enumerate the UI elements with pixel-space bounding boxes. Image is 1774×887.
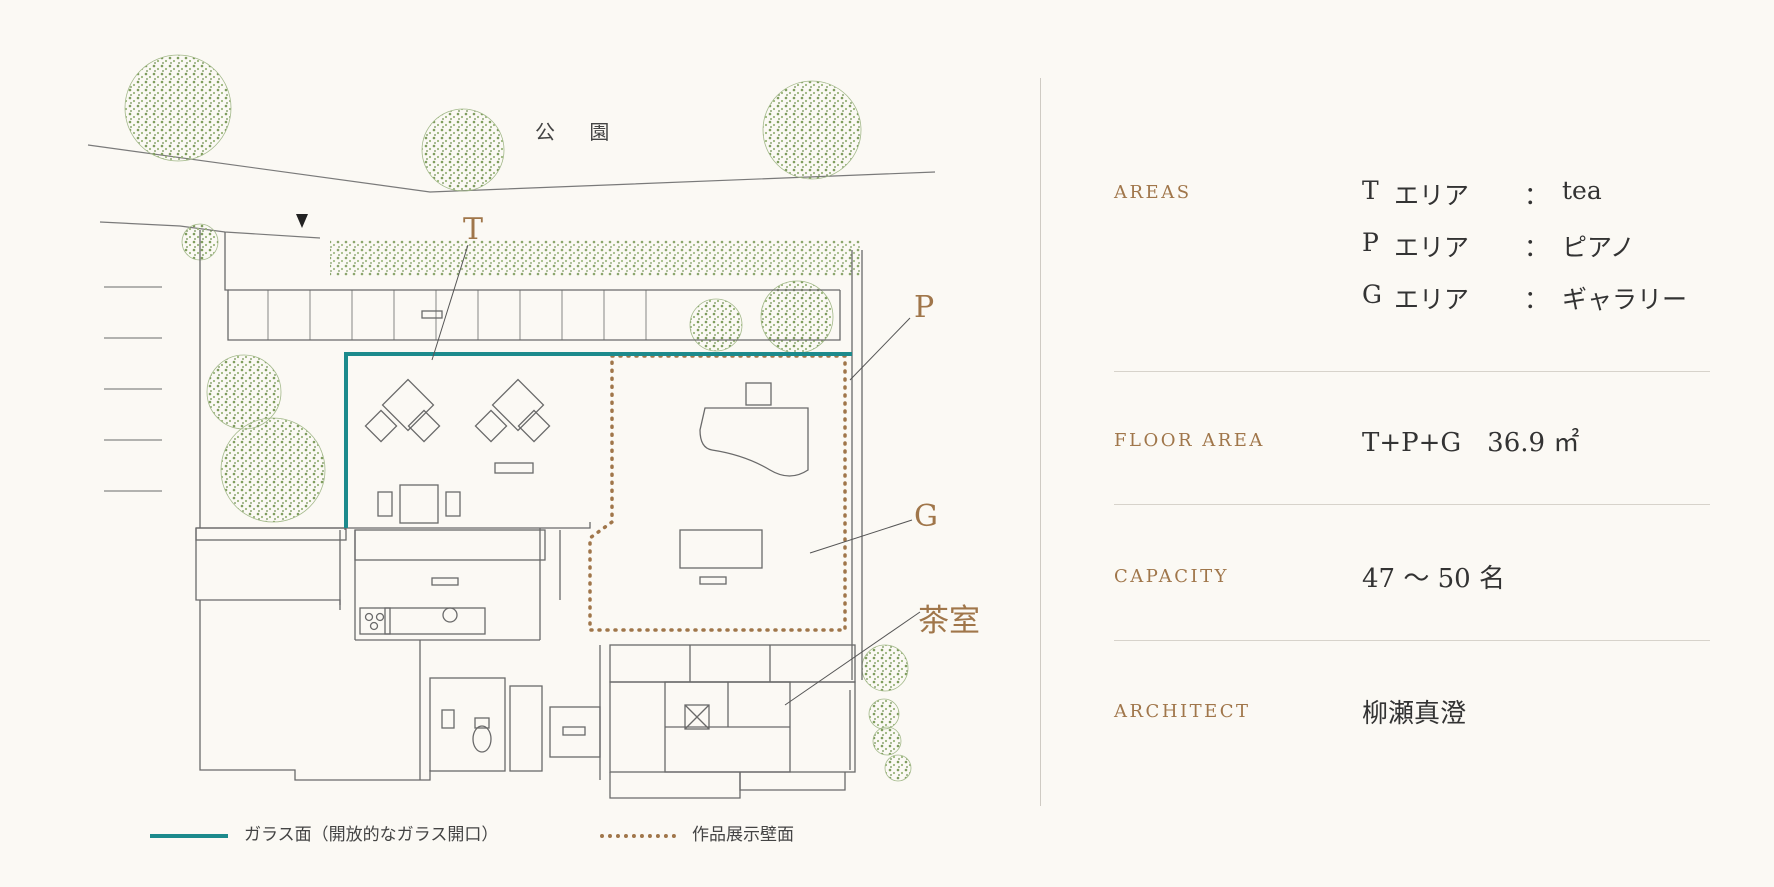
exhibition-wall: [588, 354, 847, 632]
area-label-t: T: [463, 212, 484, 247]
separator: [1114, 640, 1710, 641]
area-name: ピアノ: [1562, 233, 1635, 262]
tree-icon: [762, 80, 862, 180]
architect-value: 柳瀬真澄: [1362, 699, 1467, 729]
legend-exhibit-wall-label: 作品展示壁面: [692, 825, 794, 845]
tree-icon: [220, 417, 326, 523]
tree-icon: [861, 644, 909, 692]
floor-area-key: FLOOR AREA: [1114, 430, 1265, 451]
area-label-tea-room: 茶室: [918, 603, 980, 639]
floor-area-row: FLOOR AREA T+P+G 36.9 ㎡: [1114, 428, 1710, 468]
capacity-key: CAPACITY: [1114, 566, 1230, 587]
legend-glass-label: ガラス面（開放的なガラス開口）: [244, 825, 499, 845]
areas-row: AREAS T エリア ： tea P エリア ： ピアノ G エリア ： ギャ…: [1114, 176, 1710, 314]
glass-line: [344, 352, 852, 528]
area-word: エリア: [1394, 233, 1470, 262]
legend-exhibit-wall: 作品展示壁面: [600, 820, 794, 845]
area-label-g: G: [914, 499, 938, 534]
trees: [124, 54, 912, 782]
area-name: ギャラリー: [1562, 285, 1688, 314]
tree-icon: [884, 754, 912, 782]
area-code: G: [1362, 280, 1382, 309]
vertical-divider: [1040, 78, 1041, 806]
area-name: tea: [1562, 176, 1602, 205]
area-label-p: P: [914, 290, 935, 325]
capacity-value: 47 ～ 50 名: [1362, 564, 1505, 594]
floor-plan: [87, 54, 936, 799]
parking-lines: [104, 286, 162, 492]
area-colon: ：: [1524, 285, 1550, 314]
tree-icon: [760, 280, 834, 354]
park-label: 公 園: [535, 120, 624, 144]
capacity-row: CAPACITY 47 ～ 50 名: [1114, 564, 1710, 604]
legend-glass: ガラス面（開放的なガラス開口）: [150, 820, 498, 845]
architect-key: ARCHITECT: [1114, 701, 1251, 722]
entrance-arrow-icon: [296, 214, 308, 228]
glass-swatch-icon: [150, 833, 228, 838]
area-word: エリア: [1394, 285, 1470, 314]
hedge: [330, 240, 860, 276]
building-walls: [195, 230, 863, 799]
tree-icon: [868, 698, 900, 730]
separator: [1114, 504, 1710, 505]
area-code: T: [1362, 176, 1379, 205]
floor-area-value: T+P+G 36.9 ㎡: [1362, 428, 1580, 458]
tree-icon: [689, 298, 743, 352]
area-code: P: [1362, 228, 1379, 257]
architect-row: ARCHITECT 柳瀬真澄: [1114, 699, 1710, 739]
leader-lines: [431, 244, 921, 706]
tree-icon: [421, 108, 505, 192]
area-colon: ：: [1524, 233, 1550, 262]
separator: [1114, 371, 1710, 372]
areas-key: AREAS: [1114, 182, 1192, 203]
tree-icon: [124, 54, 232, 162]
exhibit-wall-swatch-icon: [600, 833, 676, 838]
tree-icon: [872, 726, 902, 756]
area-word: エリア: [1394, 181, 1470, 210]
area-colon: ：: [1524, 181, 1550, 210]
